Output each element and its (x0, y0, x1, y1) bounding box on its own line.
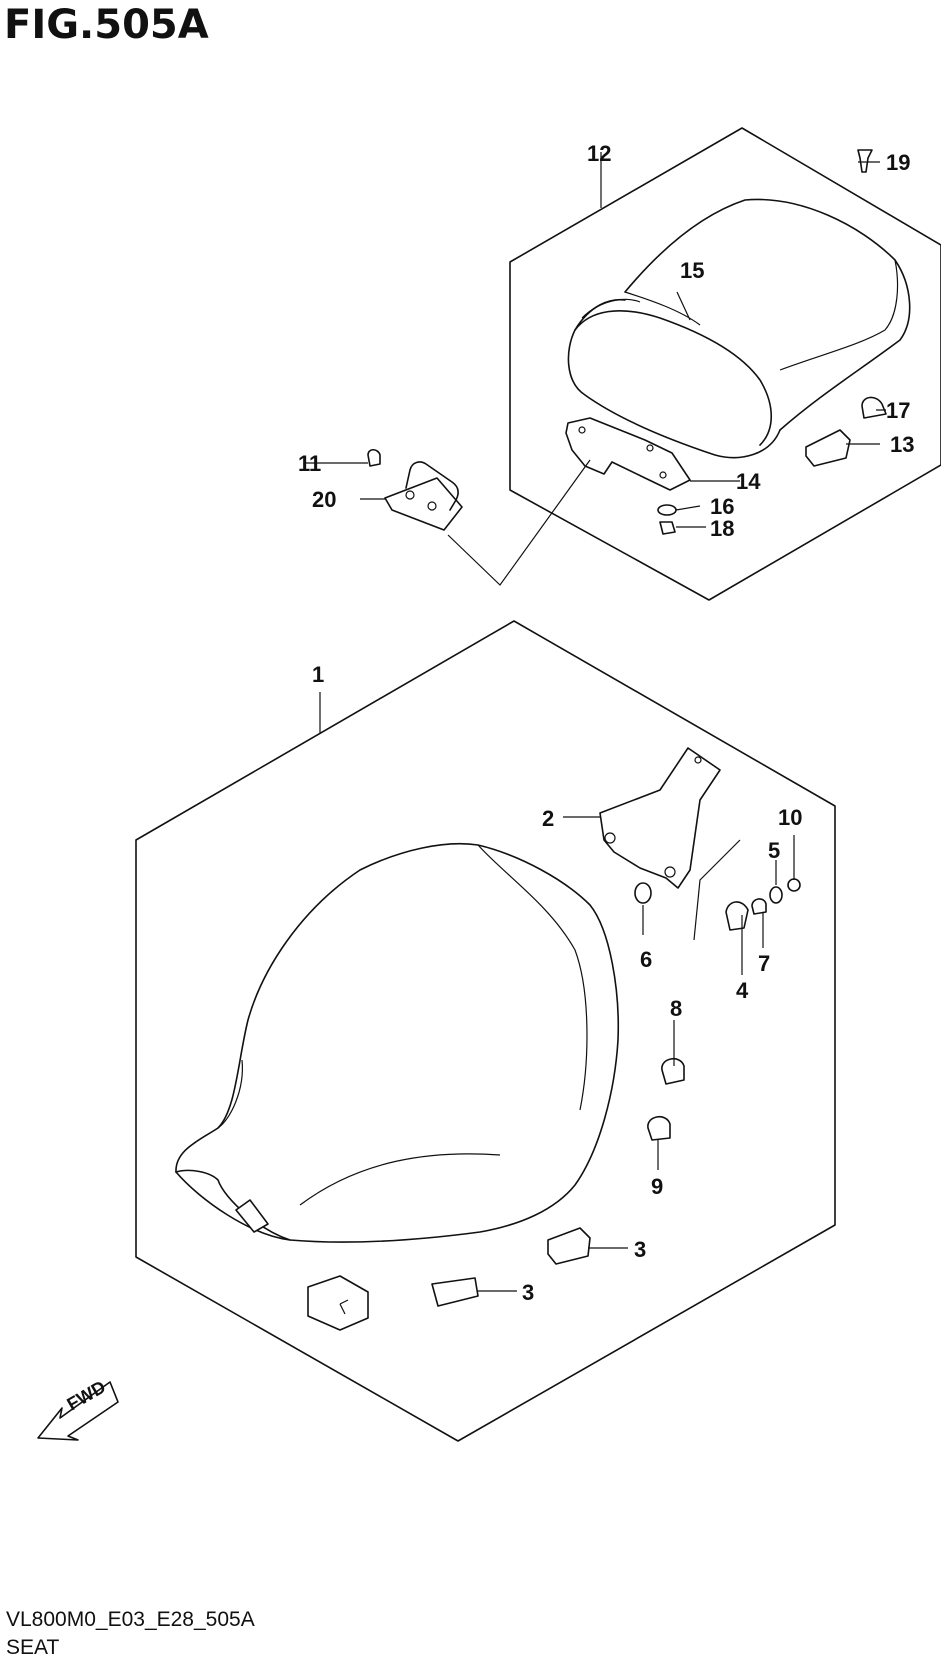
callout-6: 6 (640, 947, 653, 972)
callout-3a: 3 (634, 1237, 647, 1262)
callout-12: 12 (587, 141, 612, 166)
callout-8: 8 (670, 996, 683, 1021)
latch-4 (725, 901, 749, 931)
callout-7: 7 (758, 951, 771, 976)
leader-lines (306, 152, 886, 1292)
callout-4: 4 (736, 978, 749, 1003)
figure-caption: SEAT (6, 1636, 60, 1659)
washer-16 (657, 504, 677, 516)
rear-seat-drawing (567, 198, 911, 459)
cushion-8 (661, 1058, 685, 1085)
collar-7 (751, 898, 767, 915)
callout-11: 11 (298, 451, 322, 476)
main-seat-drawing (175, 842, 620, 1243)
tool-box-drawing (307, 1275, 369, 1331)
nut-10 (787, 878, 801, 892)
assembly-guide-line (447, 459, 591, 586)
fwd-arrow-icon (37, 1381, 119, 1441)
callout-19: 19 (886, 150, 911, 175)
cushion-3a (547, 1227, 591, 1265)
main-seat-group-outline (135, 620, 836, 1442)
washer-6 (634, 882, 652, 904)
callout-13: 13 (890, 432, 915, 457)
callout-16: 16 (710, 494, 735, 519)
callout-2: 2 (542, 806, 555, 831)
callout-20: 20 (312, 487, 337, 512)
figure-code: VL800M0_E03_E28_505A (6, 1608, 255, 1631)
rear-seat-group-outline (509, 127, 941, 601)
handle-bracket-drawing (367, 448, 463, 531)
cushion-3b (431, 1277, 479, 1307)
callout-9: 9 (651, 1174, 664, 1199)
cushion-9 (647, 1116, 671, 1141)
nut-18 (659, 521, 676, 535)
rear-seat-bracket-drawing (565, 417, 691, 491)
callout-17: 17 (886, 398, 911, 423)
cushion-17 (861, 396, 887, 419)
assembly-guide-line-2 (693, 839, 741, 941)
callout-10: 10 (778, 805, 803, 830)
seat-bracket-drawing (599, 747, 721, 889)
cushion-13 (805, 429, 851, 467)
callout-5: 5 (768, 838, 781, 863)
screw-19 (857, 149, 873, 173)
callout-18: 18 (710, 516, 735, 541)
washer-5 (769, 886, 783, 904)
figure-title: FIG.505A (4, 2, 209, 48)
callout-14: 14 (736, 469, 761, 494)
callout-1: 1 (312, 662, 325, 687)
callout-3b: 3 (522, 1280, 535, 1305)
callout-15: 15 (680, 258, 705, 283)
